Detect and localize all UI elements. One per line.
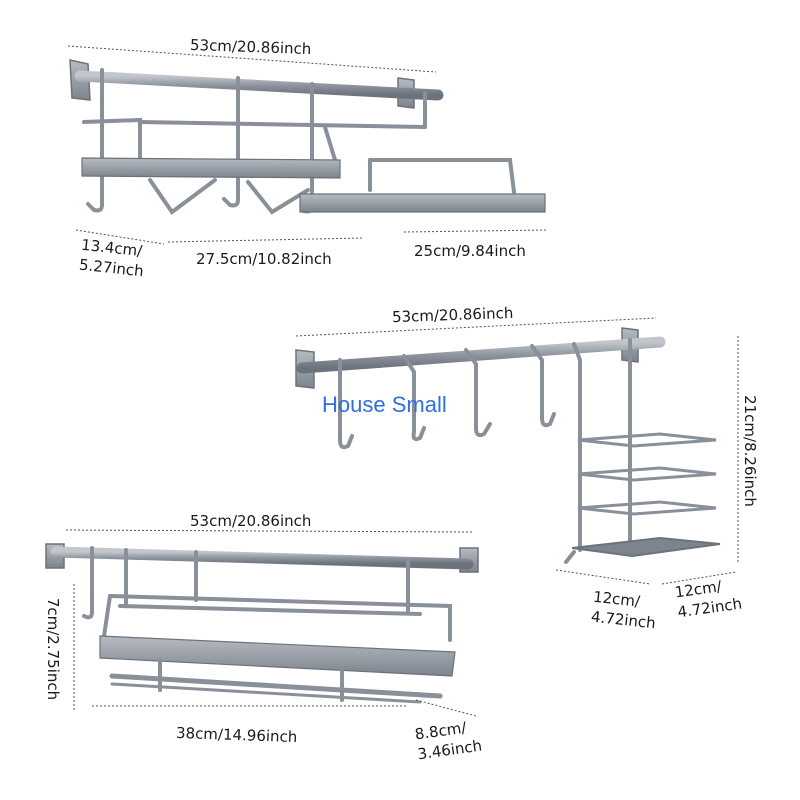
hook xyxy=(222,76,240,208)
basket-ring xyxy=(577,432,717,448)
basket-ring xyxy=(577,466,717,482)
hook xyxy=(464,348,492,438)
dim-line xyxy=(65,529,473,533)
hook xyxy=(564,550,576,564)
dim-line xyxy=(415,699,477,717)
wire xyxy=(138,120,427,129)
dim-line xyxy=(295,317,657,337)
watermark-text: House Small xyxy=(322,392,447,417)
dimension-shelf-right-label: 25cm/9.84inch xyxy=(414,242,526,260)
rack-top xyxy=(69,59,546,215)
hook xyxy=(530,344,556,428)
dim-line xyxy=(75,229,165,245)
hook xyxy=(82,546,94,620)
wire xyxy=(82,117,142,162)
dimension-height-label: 21cm/8.26inch xyxy=(740,395,759,507)
shelf-right xyxy=(299,193,546,213)
basket-ring xyxy=(577,500,717,516)
towel-bar xyxy=(109,673,443,699)
dim-line xyxy=(167,237,363,243)
rack-bottom xyxy=(45,543,479,704)
dimension-depth-label: 13.4cm/ 5.27inch xyxy=(78,235,145,281)
rail xyxy=(74,70,444,101)
towel-bar xyxy=(110,682,422,704)
wire xyxy=(368,158,516,194)
dimension-lines xyxy=(65,45,739,717)
dim-line xyxy=(555,569,651,585)
hanger xyxy=(148,178,217,215)
wire xyxy=(102,594,112,638)
dimension-height-label: 7cm/2.75inch xyxy=(44,597,63,701)
rack-middle xyxy=(295,327,721,564)
dim-line xyxy=(67,45,437,73)
wire xyxy=(108,594,452,642)
wire xyxy=(323,125,337,162)
dimension-width-label: 53cm/20.86inch xyxy=(190,512,312,530)
dim-line xyxy=(661,571,737,585)
dimension-basket-width-label: 12cm/ 4.72inch xyxy=(590,587,657,633)
hook xyxy=(86,68,104,213)
basket-base xyxy=(571,536,721,558)
hanger xyxy=(246,180,310,215)
hook xyxy=(338,358,354,450)
wire xyxy=(118,604,422,616)
hook xyxy=(572,342,582,552)
hook xyxy=(402,354,426,442)
shelf-long xyxy=(99,635,456,677)
shelf-left xyxy=(81,157,341,179)
dimension-shelf-left-label: 27.5cm/10.82inch xyxy=(196,250,332,268)
rail xyxy=(296,336,666,374)
dim-line xyxy=(403,229,547,233)
